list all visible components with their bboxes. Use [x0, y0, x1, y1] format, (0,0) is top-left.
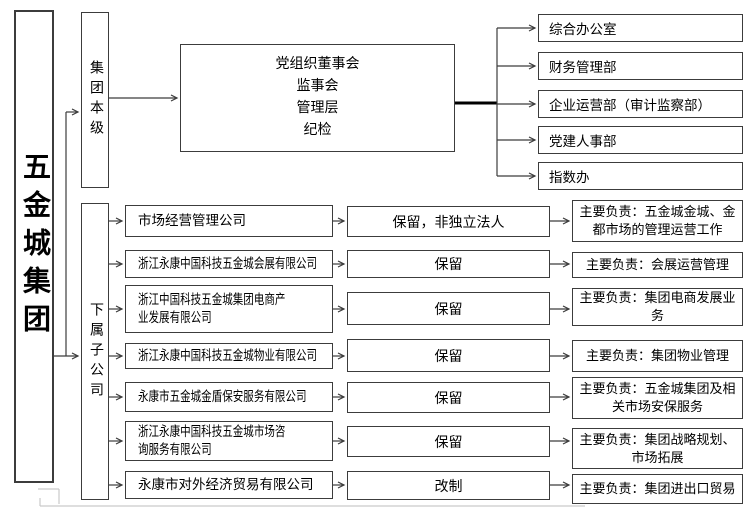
- group-level-node: 集团本级: [81, 12, 109, 188]
- canvas-artifact-lines: [38, 488, 585, 507]
- board-line-management: 管理层: [296, 101, 339, 116]
- dept-node-party-hr: 党建人事部: [538, 126, 743, 154]
- dept-label: 指数办: [549, 170, 590, 185]
- status-label: 保留: [434, 435, 463, 451]
- status-label: 保留，非独立法人: [392, 215, 505, 231]
- duty-label: 主要负责：集团电商发展业务: [579, 290, 736, 323]
- status-label: 保留: [434, 391, 463, 407]
- status-node: 保留: [347, 426, 550, 457]
- duty-node: 主要负责：五金城集团及相关市场安保服务: [572, 377, 743, 419]
- board-node: 党组织董事会 监事会 管理层 纪检: [180, 44, 455, 152]
- company-node: 浙江永康中国科技五金城市场咨询服务有限公司: [125, 421, 333, 461]
- dept-label: 综合办公室: [549, 22, 617, 37]
- duty-node: 主要负责：集团物业管理: [572, 340, 743, 372]
- status-node: 保留: [347, 382, 550, 413]
- board-line-party-board: 党组织董事会: [275, 57, 360, 72]
- duty-label: 主要负责：会展运营管理: [585, 257, 729, 273]
- company-name: 浙江永康中国科技五金城物业有限公司: [138, 347, 318, 363]
- duty-label: 主要负责：集团物业管理: [585, 348, 729, 364]
- duty-node: 主要负责：集团进出口贸易: [572, 474, 743, 504]
- duty-label: 主要负责：五金城集团及相关市场安保服务: [579, 381, 736, 414]
- duty-node: 主要负责：集团战略规划、市场拓展: [572, 428, 743, 469]
- board-line-supervisors: 监事会: [296, 79, 339, 94]
- board-line-discipline: 纪检: [303, 123, 332, 138]
- status-label: 保留: [434, 302, 463, 318]
- dept-node-index-office: 指数办: [538, 162, 743, 190]
- status-node: 保留: [347, 250, 550, 278]
- dept-label: 党建人事部: [549, 134, 617, 149]
- group-level-label: 集团本级: [88, 60, 103, 140]
- group-root-label: 五金城集团: [19, 151, 50, 342]
- dept-node-finance: 财务管理部: [538, 52, 743, 80]
- subsidiaries-label: 下属子公司: [88, 301, 103, 402]
- status-label: 保留: [434, 258, 463, 273]
- status-node: 保留: [347, 339, 550, 372]
- duty-label: 主要负责：集团进出口贸易: [579, 481, 736, 497]
- subsidiaries-node: 下属子公司: [81, 203, 109, 500]
- status-node: 保留，非独立法人: [347, 206, 550, 237]
- status-node: 保留: [347, 292, 550, 325]
- group-root-node: 五金城集团: [14, 10, 54, 483]
- company-name: 浙江永康中国科技五金城市场咨询服务有限公司: [138, 423, 286, 457]
- company-node: 浙江永康中国科技五金城会展有限公司: [125, 250, 333, 278]
- company-name: 永康市五金城金盾保安服务有限公司: [138, 388, 307, 404]
- company-name: 市场经营管理公司: [138, 212, 246, 228]
- dept-label: 财务管理部: [549, 60, 617, 75]
- status-label: 保留: [434, 349, 463, 365]
- dept-label: 企业运营部（审计监察部）: [549, 98, 711, 113]
- duty-label: 主要负责：五金城金城、金都市场的管理运营工作: [579, 204, 736, 237]
- dept-node-general-office: 综合办公室: [538, 14, 743, 42]
- company-node: 永康市对外经济贸易有限公司: [125, 471, 333, 499]
- duty-node: 主要负责：集团电商发展业务: [572, 288, 743, 326]
- status-node: 改制: [347, 471, 550, 500]
- company-name: 浙江永康中国科技五金城会展有限公司: [138, 255, 318, 271]
- duty-node: 主要负责：会展运营管理: [572, 252, 743, 278]
- company-node: 浙江永康中国科技五金城物业有限公司: [125, 343, 333, 369]
- company-name: 永康市对外经济贸易有限公司: [138, 476, 314, 492]
- company-name: 浙江中国科技五金城集团电商产业发展有限公司: [138, 291, 286, 325]
- company-node: 市场经营管理公司: [125, 205, 333, 237]
- duty-node: 主要负责：五金城金城、金都市场的管理运营工作: [572, 200, 743, 242]
- company-node: 浙江中国科技五金城集团电商产业发展有限公司: [125, 285, 333, 333]
- dept-node-operations-audit: 企业运营部（审计监察部）: [538, 90, 743, 118]
- company-node: 永康市五金城金盾保安服务有限公司: [125, 382, 333, 412]
- duty-label: 主要负责：集团战略规划、市场拓展: [579, 431, 736, 465]
- status-label: 改制: [434, 479, 463, 495]
